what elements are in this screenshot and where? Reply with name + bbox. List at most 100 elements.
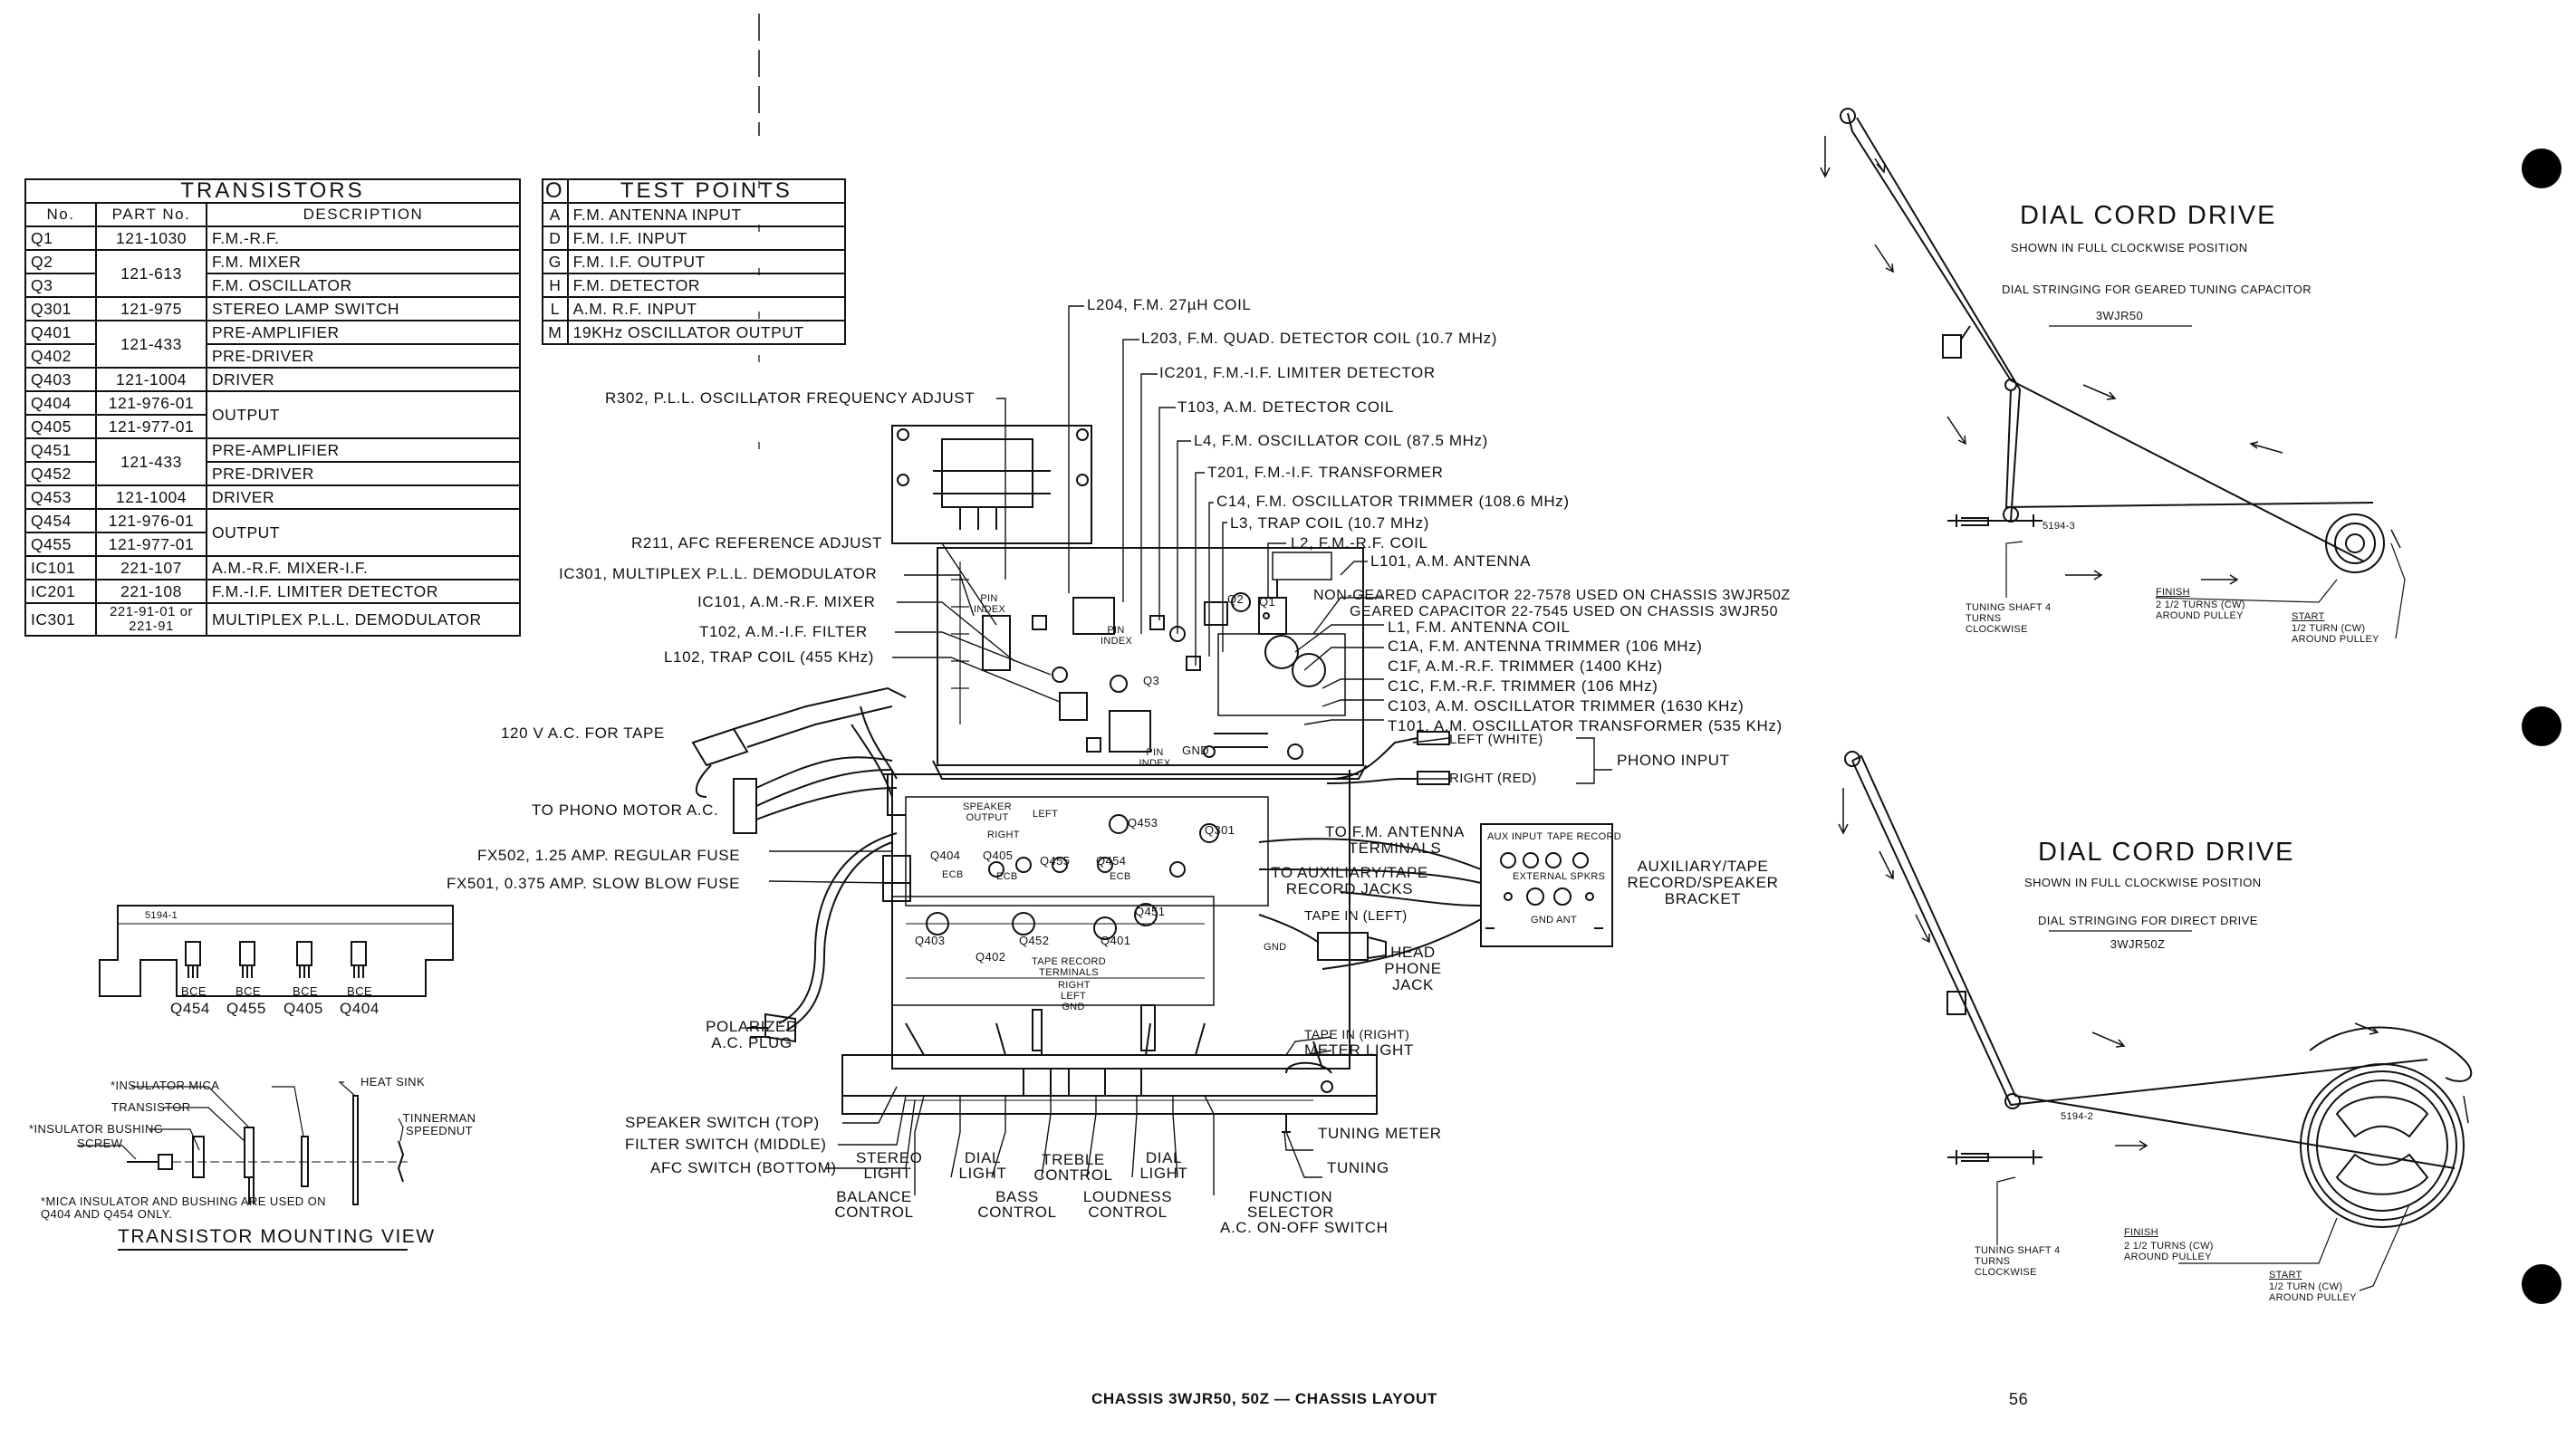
no-cell: IC201 [24,579,97,604]
dial-cord-drive-2 [1838,751,2473,1291]
label-left-white: LEFT (WHITE) [1449,732,1543,747]
label-aux-bracket: AUXILIARY/TAPE RECORD/SPEAKER BRACKET [1627,858,1779,907]
heatsink-bce: BCE [347,984,372,998]
board-right-left-gnd: RIGHT LEFT GND [1058,980,1091,1012]
label-phono-input: PHONO INPUT [1617,752,1730,769]
dial1-code: 5194-3 [2043,521,2076,532]
label-l1: L1, F.M. ANTENNA COIL [1388,619,1571,636]
part-cell: 121-1004 [95,367,207,392]
dial1-tuning-shaft: TUNING SHAFT 4 TURNS CLOCKWISE [1966,602,2052,635]
board-ecb: ECB [1110,871,1131,882]
board-q405: Q405 [983,849,1014,862]
label-t103: T103, A.M. DETECTOR COIL [1177,398,1394,416]
desc-cell: PRE-DRIVER [206,461,521,486]
part-cell: 121-976-01 [95,508,207,533]
board-gnd: GND [1182,743,1210,757]
board-q403: Q403 [915,934,946,947]
board-q3: Q3 [1143,674,1160,687]
board-gnd: GND [1264,942,1287,953]
no-cell: Q2 [24,249,97,274]
board-q2: Q2 [1227,592,1245,606]
no-cell: Q405 [24,414,97,439]
mount-tinnerman: TINNERMAN SPEEDNUT [402,1111,476,1137]
no-cell: Q404 [24,390,97,416]
desc-cell: DRIVER [206,484,521,510]
label-balance: BALANCE CONTROL [834,1188,914,1221]
no-cell: Q454 [24,508,97,533]
no-cell: IC301 [24,602,97,637]
board-q451: Q451 [1135,905,1166,918]
mount-screw: SCREW [77,1137,123,1150]
tp-desc: F.M. ANTENNA INPUT [566,202,847,227]
label-l4: L4, F.M. OSCILLATOR COIL (87.5 MHz) [1194,432,1488,449]
label-fx501: FX501, 0.375 AMP. SLOW BLOW FUSE [447,875,741,892]
no-cell: Q452 [24,461,97,486]
binder-hole [2522,149,2562,188]
board-ecb: ECB [942,869,964,880]
mount-insulator-mica: *INSULATOR MICA [111,1079,220,1092]
no-cell: Q403 [24,367,97,392]
dial2-subtitle: SHOWN IN FULL CLOCKWISE POSITION [2024,876,2262,889]
board-q1: Q1 [1259,595,1276,609]
board-q453: Q453 [1128,816,1158,830]
board-q455: Q455 [1040,854,1071,868]
board-right: RIGHT [987,830,1020,840]
tp-id: H [542,273,569,298]
dial1-title: DIAL CORD DRIVE [2020,201,2277,230]
board-q401: Q401 [1101,934,1131,947]
part-cell: 121-977-01 [95,414,207,439]
dial2-finish: FINISH [2124,1227,2158,1238]
part-cell: 121-975 [95,296,207,321]
mount-heat-sink: HEAT SINK [360,1075,426,1089]
label-filter-switch: FILTER SWITCH (MIDDLE) [625,1136,827,1153]
label-c103: C103, A.M. OSCILLATOR TRIMMER (1630 KHz) [1388,697,1745,715]
tp-desc: 19KHz OSCILLATOR OUTPUT [566,320,847,345]
label-c1c: C1C, F.M.-R.F. TRIMMER (106 MHz) [1388,677,1658,695]
tp-id: G [542,249,569,274]
desc-cell: MULTIPLEX P.L.L. DEMODULATOR [206,602,521,637]
dial2-tuning-shaft: TUNING SHAFT 4 TURNS CLOCKWISE [1975,1245,2061,1278]
label-aux-jacks: TO AUXILIARY/TAPE RECORD JACKS [1271,864,1428,897]
desc-cell: F.M.-R.F. [206,225,521,251]
label-c1f: C1F, A.M.-R.F. TRIMMER (1400 KHz) [1388,657,1663,675]
label-tape-in-left: TAPE IN (LEFT) [1304,908,1408,924]
board-q454: Q454 [1096,854,1127,868]
tp-id: M [542,320,569,345]
tp-id: L [542,296,569,321]
binder-hole [2522,1264,2562,1304]
label-l204: L204, F.M. 27µH COIL [1087,296,1252,313]
dial2-start: START [2269,1270,2302,1281]
table-row: Q452 PRE-DRIVER [24,461,521,486]
desc-cell: F.M. MIXER [206,249,521,274]
label-bass: BASS CONTROL [977,1188,1057,1221]
desc-cell: PRE-AMPLIFIER [206,320,521,345]
bracket-gnd-ant: GND ANT [1531,915,1577,926]
no-cell: Q1 [24,225,97,251]
no-cell: Q453 [24,484,97,510]
label-speaker-switch: SPEAKER SWITCH (TOP) [625,1114,820,1131]
tp-desc: F.M. DETECTOR [566,273,847,298]
desc-cell: A.M.-R.F. MIXER-I.F. [206,555,521,580]
leader-lines [768,305,1612,1195]
heatsink-bce: BCE [235,984,261,998]
board-pin-index: PIN INDEX [974,593,1006,615]
no-cell: Q301 [24,296,97,321]
desc-cell: OUTPUT [206,508,521,557]
no-cell: IC101 [24,555,97,580]
label-t101: T101, A.M. OSCILLATOR TRANSFORMER (535 K… [1388,717,1783,734]
col-header-no: No. [24,202,97,227]
label-function-selector: FUNCTION SELECTOR [1246,1188,1335,1221]
desc-cell: DRIVER [206,367,521,392]
dial2-start-turns: 1/2 TURN (CW) AROUND PULLEY [2269,1281,2357,1303]
footer-caption: CHASSIS 3WJR50, 50Z — CHASSIS LAYOUT [1091,1390,1437,1407]
